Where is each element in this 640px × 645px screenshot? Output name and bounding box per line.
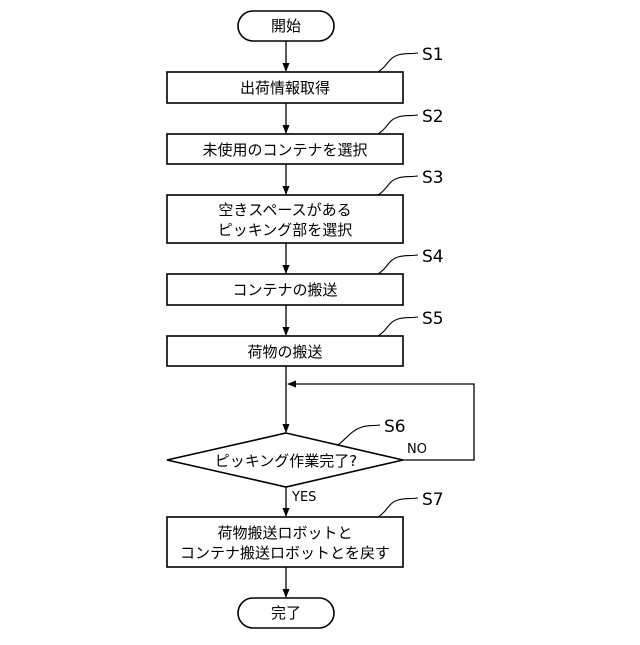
step-s7-text-line1: 荷物搬送ロボットと xyxy=(217,524,352,542)
step-s4-label: S4 xyxy=(422,247,444,267)
step-s5-text: 荷物の搬送 xyxy=(247,343,322,361)
decision-s6-label: S6 xyxy=(384,417,406,437)
step-s3-leader xyxy=(378,176,418,195)
branch-no-label: NO xyxy=(407,442,427,457)
step-s1-label: S1 xyxy=(422,45,444,65)
step-s5-label: S5 xyxy=(422,309,444,329)
step-s4-leader xyxy=(378,255,418,274)
step-s7-label: S7 xyxy=(422,490,444,510)
step-s1-leader xyxy=(378,53,418,72)
step-s2-label: S2 xyxy=(422,107,444,127)
step-s2-leader xyxy=(378,115,418,134)
step-s3-text-line1: 空きスペースがある xyxy=(218,201,351,219)
branch-yes-label: YES xyxy=(291,490,316,505)
end-label: 完了 xyxy=(271,604,301,622)
decision-s6-leader xyxy=(338,425,380,445)
step-s7-leader xyxy=(378,498,418,517)
decision-s6-text: ピッキング作業完了? xyxy=(215,452,358,470)
step-s4-text: コンテナの搬送 xyxy=(232,281,337,299)
step-s7-text-line2: コンテナ搬送ロボットとを戻す xyxy=(180,544,390,562)
start-label: 開始 xyxy=(271,17,301,35)
step-s3-text-line2: ピッキング部を選択 xyxy=(218,221,353,239)
step-s2-text: 未使用のコンテナを選択 xyxy=(202,141,367,159)
step-s3-label: S3 xyxy=(422,168,444,188)
step-s1-text: 出荷情報取得 xyxy=(240,79,330,97)
step-s5-leader xyxy=(378,317,418,336)
